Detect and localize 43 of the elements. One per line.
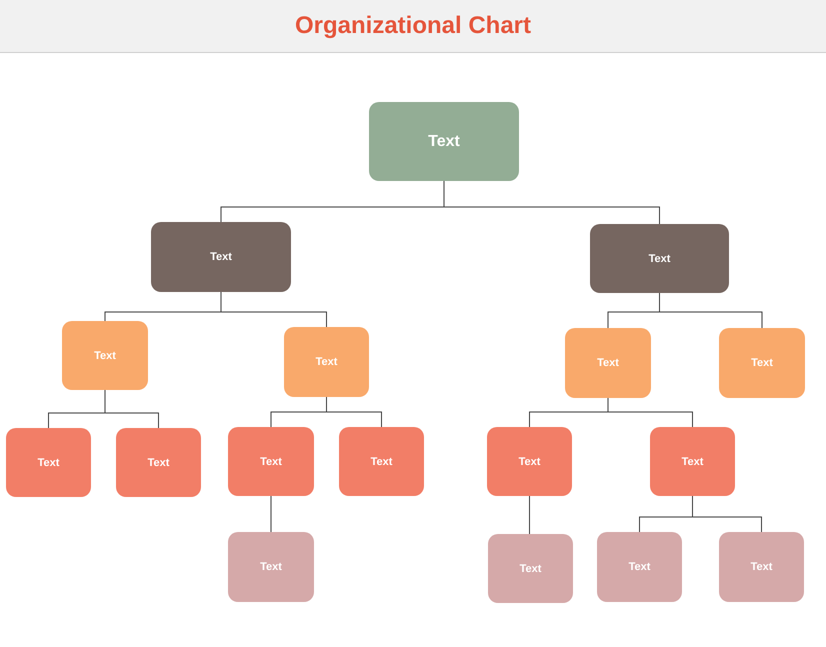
org-box — [6, 428, 91, 497]
org-box — [487, 427, 572, 496]
org-box — [284, 327, 369, 397]
connector-line — [220, 292, 327, 328]
org-box — [719, 328, 805, 398]
org-box — [590, 224, 729, 293]
box-label: Text — [518, 456, 540, 468]
connector-line — [444, 180, 660, 224]
box-label: Text — [648, 252, 670, 264]
box-label: Text — [260, 456, 282, 468]
org-box — [369, 102, 519, 181]
box-label: Text — [260, 561, 282, 573]
org-box — [719, 532, 804, 602]
box-label: Text — [750, 561, 772, 573]
connector-line — [326, 396, 382, 428]
connector-line — [529, 496, 530, 534]
connector-line — [104, 390, 159, 428]
box-label: Text — [316, 356, 338, 368]
org-box — [339, 427, 424, 496]
connector-line — [608, 398, 693, 428]
box-label: Text — [428, 132, 460, 150]
box-label: Text — [751, 357, 773, 369]
box-label: Text — [628, 561, 650, 573]
chart-title: Organizational Chart — [294, 12, 532, 40]
box-label: Text — [148, 456, 170, 468]
org-box — [228, 532, 314, 602]
org-box — [116, 428, 201, 497]
org-box — [597, 532, 682, 602]
org-box — [650, 427, 735, 496]
connector-line — [270, 496, 272, 532]
box-label: Text — [682, 456, 704, 468]
box-label: Text — [520, 562, 542, 574]
connector-line — [692, 496, 762, 532]
box-label: Text — [94, 350, 116, 362]
box-label: Text — [38, 456, 60, 468]
org-box — [228, 427, 314, 496]
org-box — [488, 534, 573, 603]
org-box — [62, 321, 148, 390]
org-box — [565, 328, 651, 398]
box-label: Text — [210, 251, 232, 263]
box-label: Text — [370, 456, 392, 468]
org-box — [151, 222, 291, 292]
box-label: Text — [597, 357, 619, 369]
